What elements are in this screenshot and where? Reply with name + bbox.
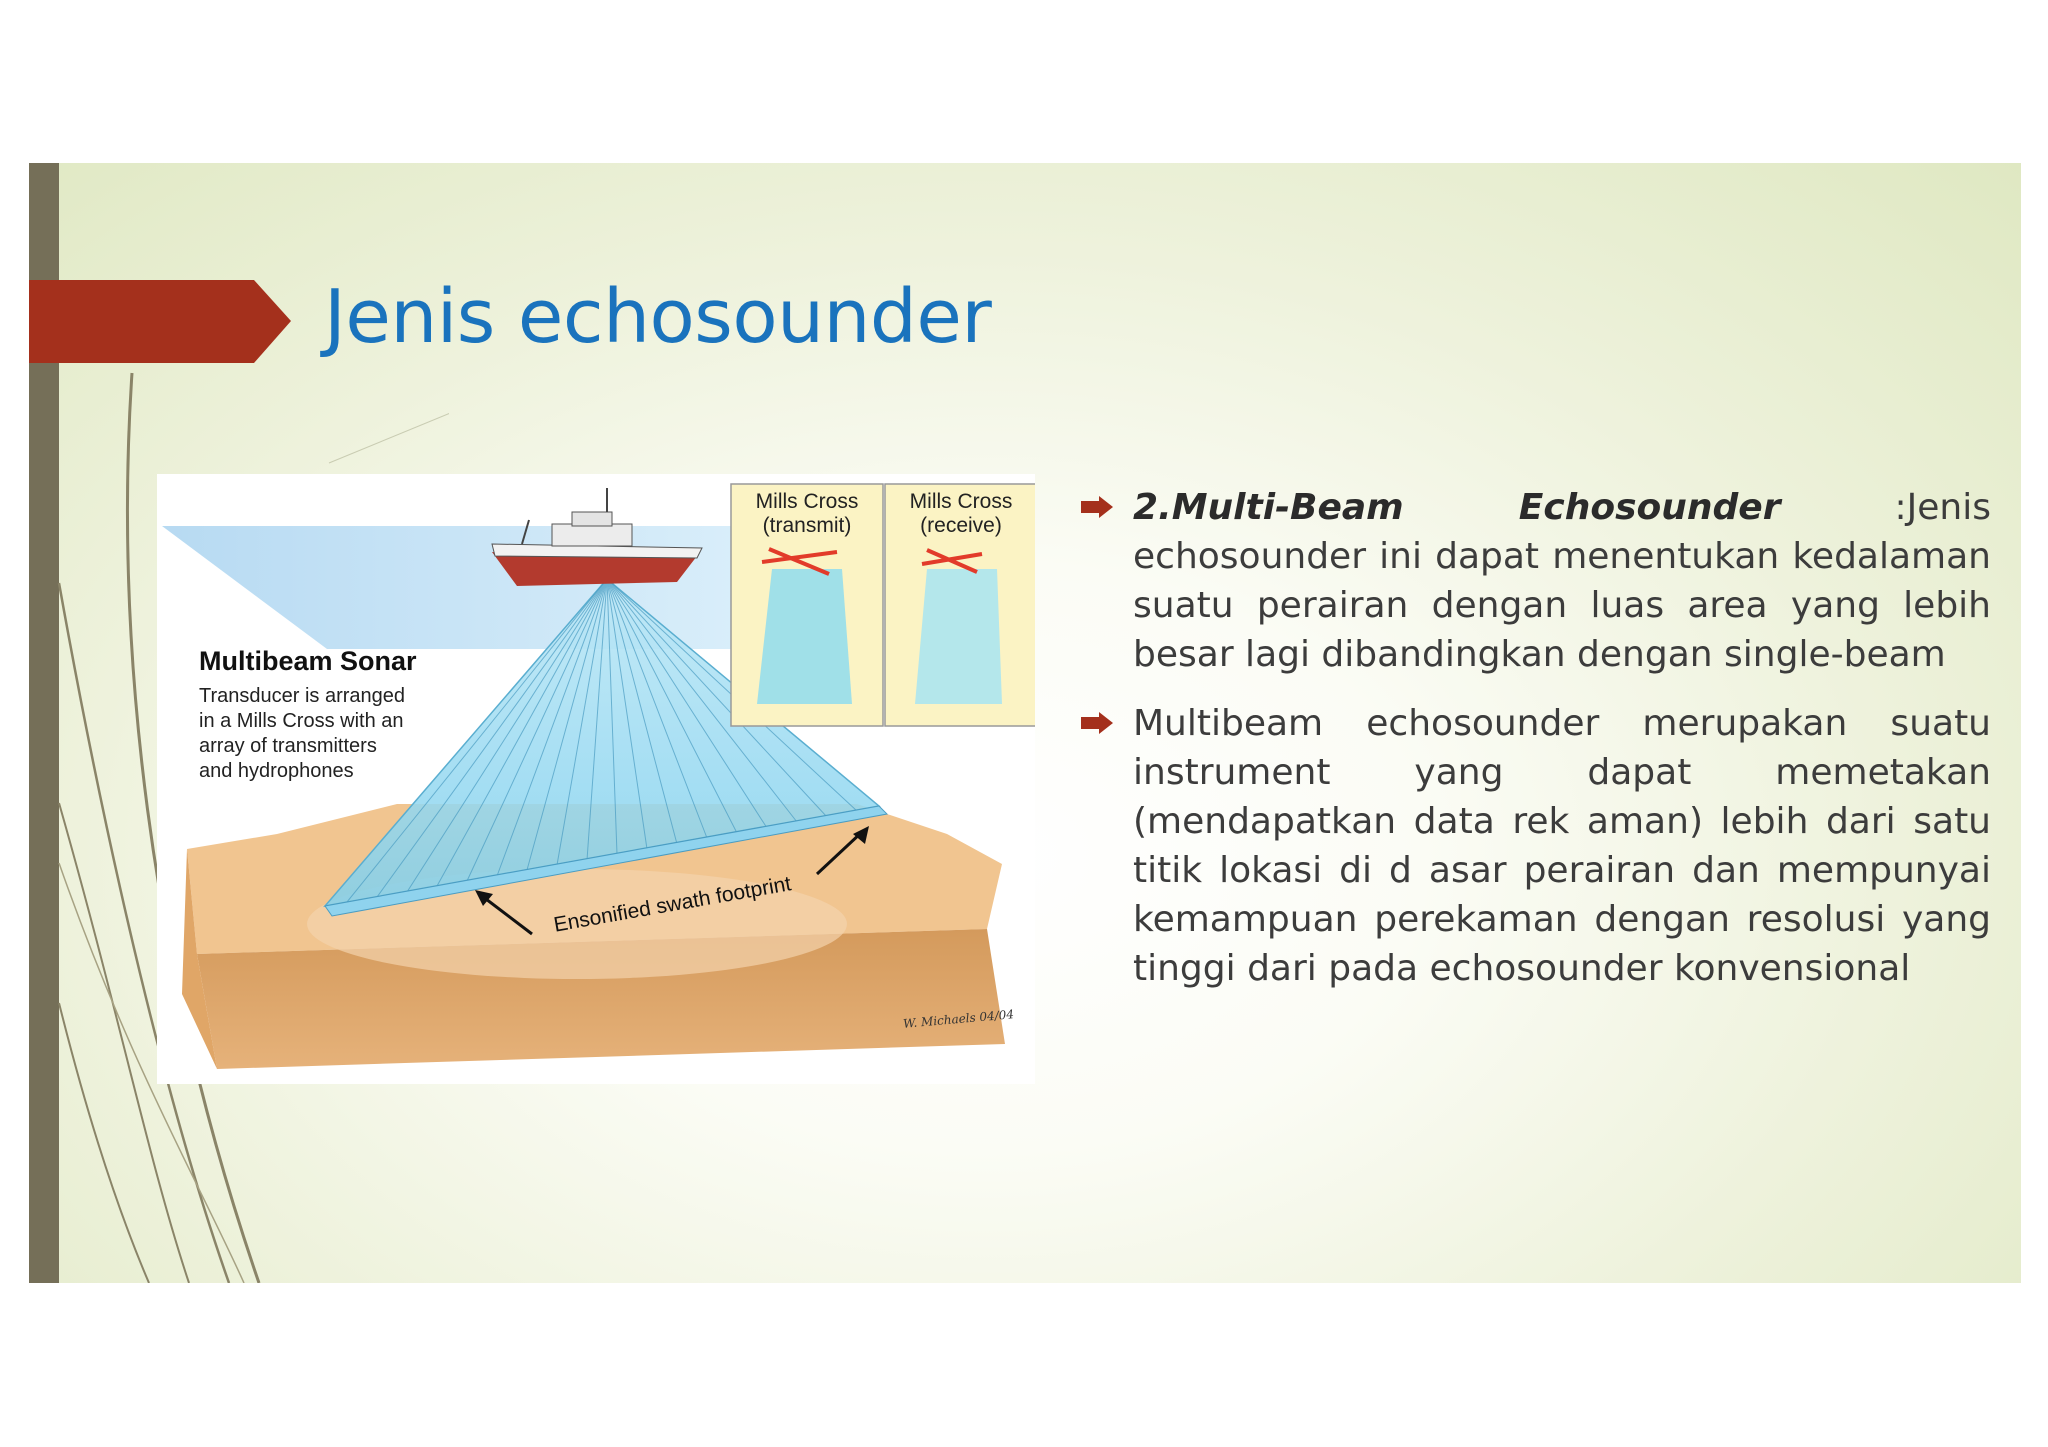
caption-line: Transducer is arranged xyxy=(199,685,406,707)
slide: Jenis echosounder xyxy=(29,163,2021,1283)
figure-caption: Transducer is arranged in a Mills Cross … xyxy=(199,684,405,784)
inset-transmit-label: Mills Cross (transmit) xyxy=(731,490,883,538)
arrow-bullet-icon xyxy=(1081,496,1113,518)
caption-line: array of transmitters xyxy=(199,735,377,757)
slide-title: Jenis echosounder xyxy=(324,274,992,360)
inset-receive-line1: Mills Cross xyxy=(909,490,1013,513)
inset-receive-line2: (receive) xyxy=(920,514,1002,537)
decorative-curves xyxy=(57,372,449,1283)
inset-transmit-line1: Mills Cross xyxy=(755,490,859,513)
bullet-list: 2.Multi-Beam Echosounder :Jenis echosoun… xyxy=(1081,483,1991,1013)
bullet-item: Multibeam echosounder merupakan suatu in… xyxy=(1081,699,1991,993)
arrow-bullet-icon xyxy=(1081,712,1113,734)
caption-line: and hydrophones xyxy=(199,760,354,782)
multibeam-sonar-illustration: Mills Cross (transmit) Mills Cross (rece… xyxy=(157,474,1035,1084)
inset-transmit-line2: (transmit) xyxy=(762,514,852,537)
bullet-text: Multibeam echosounder merupakan suatu in… xyxy=(1133,703,1991,989)
caption-line: in a Mills Cross with an xyxy=(199,710,404,732)
figure-heading: Multibeam Sonar xyxy=(199,646,417,676)
title-accent-arrow xyxy=(29,280,291,363)
inset-receive-label: Mills Cross (receive) xyxy=(885,490,1037,538)
bullet-item: 2.Multi-Beam Echosounder :Jenis echosoun… xyxy=(1081,483,1991,679)
bullet-text: :Jenis echosounder ini dapat menentukan … xyxy=(1133,487,1991,675)
bullet-lead: 2.Multi-Beam Echosounder xyxy=(1133,487,1781,528)
